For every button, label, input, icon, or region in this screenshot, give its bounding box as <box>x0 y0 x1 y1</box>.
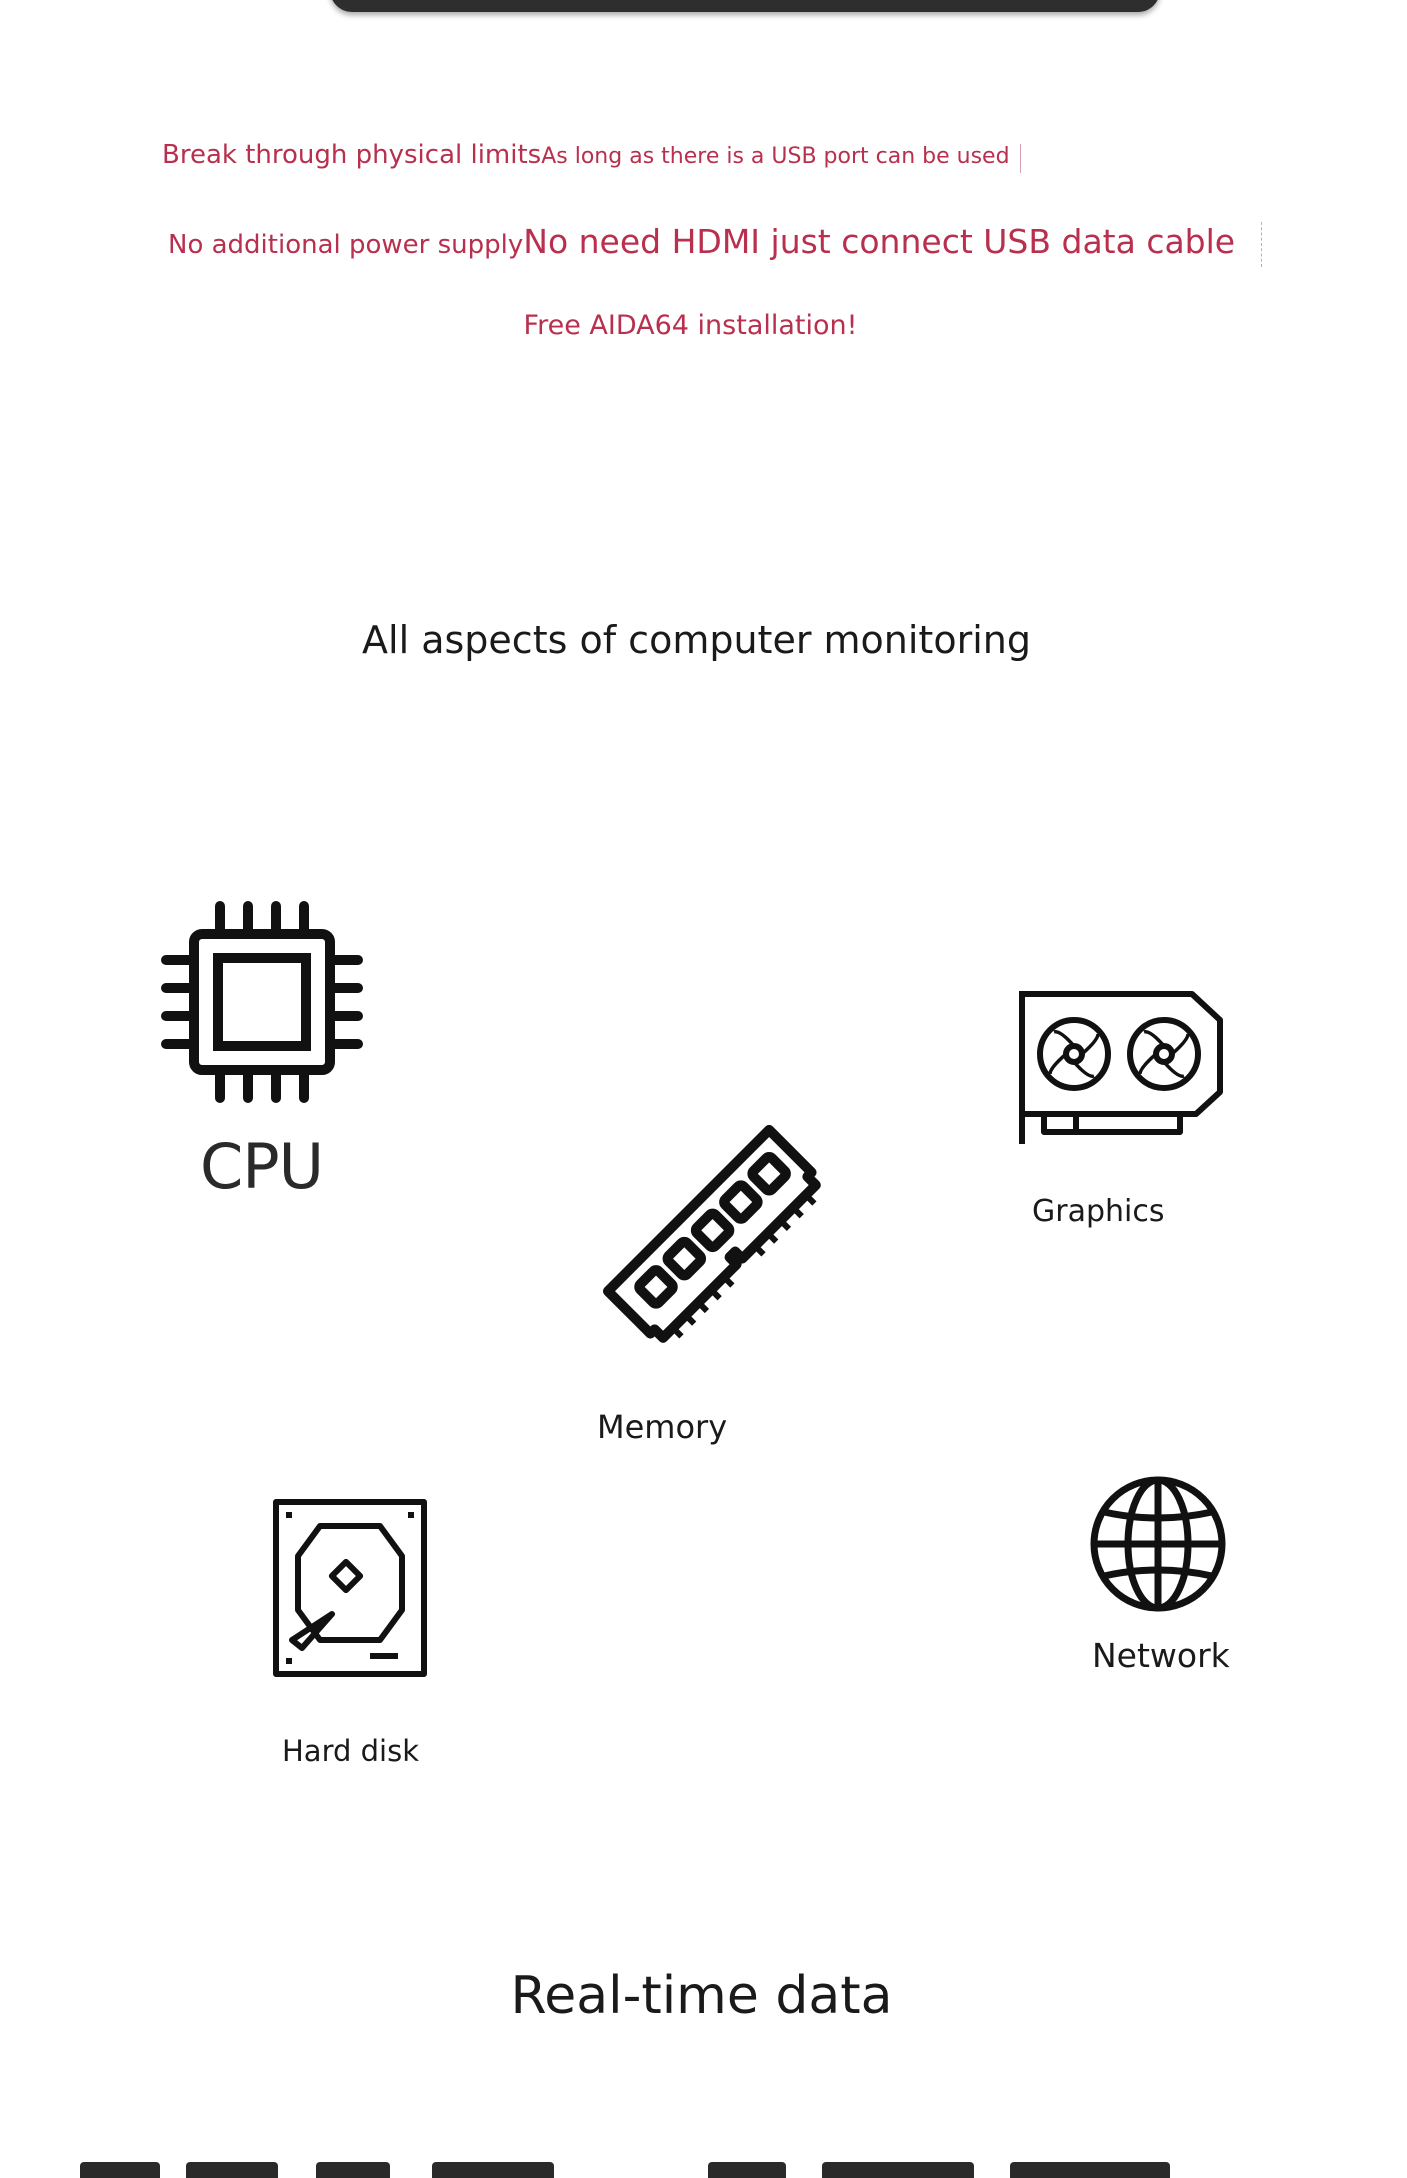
memory-module-icon <box>596 1118 832 1354</box>
cropped-text-strip <box>0 2150 1407 2178</box>
globe-network-icon <box>1088 1474 1228 1614</box>
graphics-card-icon <box>1016 988 1226 1148</box>
promo-free-aida64: Free AIDA64 installation! <box>523 310 858 341</box>
promo-line-power: No additional power supplyNo need HDMI j… <box>168 222 1263 267</box>
promo-break-limits: Break through physical limits <box>162 140 542 170</box>
cpu-label: CPU <box>200 1130 324 1203</box>
graphics-label: Graphics <box>1032 1194 1165 1229</box>
cpu-chip-icon <box>158 898 366 1106</box>
promo-usb-port: As long as there is a USB port can be us… <box>541 144 1021 173</box>
hard-disk-icon <box>272 1498 428 1678</box>
realtime-title: Real-time data <box>510 1966 893 2026</box>
hard-disk-label: Hard disk <box>282 1734 419 1768</box>
monitoring-title: All aspects of computer monitoring <box>362 618 1031 662</box>
promo-no-power: No additional power supply <box>168 230 524 260</box>
promo-no-hdmi: No need HDMI just connect USB data cable <box>523 222 1263 267</box>
promo-line-usb: Break through physical limitsAs long as … <box>162 140 1021 173</box>
memory-label: Memory <box>597 1408 728 1446</box>
device-edge <box>330 0 1160 12</box>
network-label: Network <box>1092 1636 1230 1675</box>
